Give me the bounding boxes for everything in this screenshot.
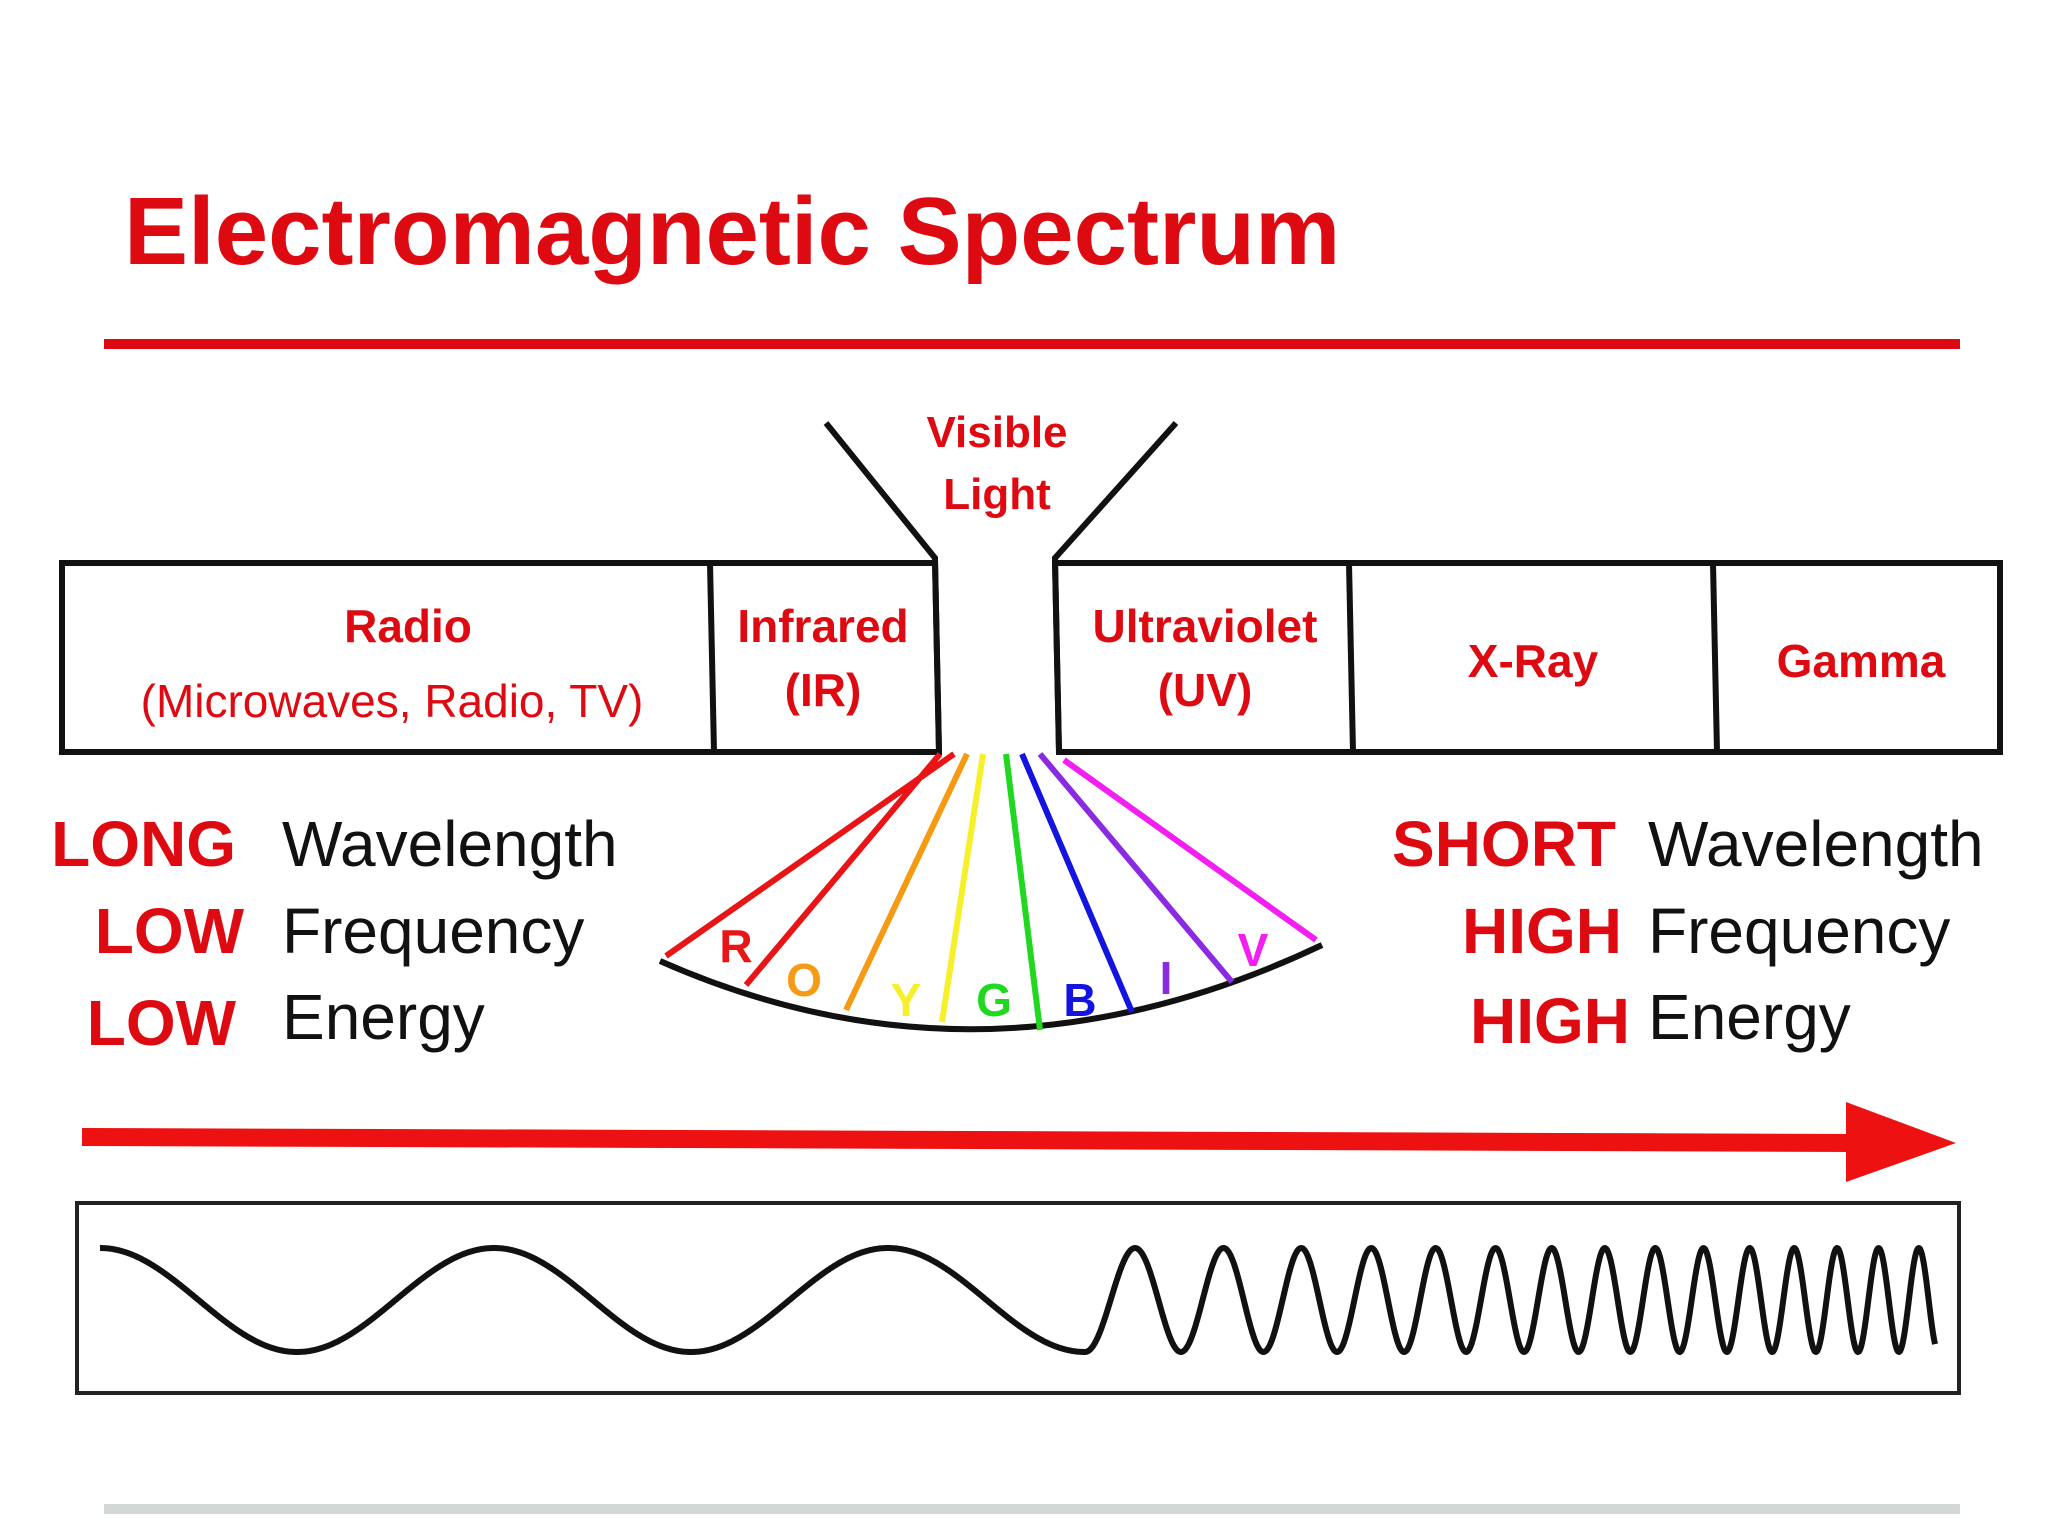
visible-light-funnel xyxy=(823,420,1179,753)
funnel-right-edge xyxy=(1051,420,1179,753)
left-property-frequency: Frequency xyxy=(282,895,584,967)
divider-radio-infrared xyxy=(707,562,717,753)
rainbow-letter-i: I xyxy=(1160,952,1173,1004)
right-property-energy: Energy xyxy=(1648,981,1851,1053)
direction-arrow-head xyxy=(1846,1102,1956,1182)
right-level-frequency: HIGH xyxy=(1462,895,1622,967)
rainbow-ray xyxy=(1062,757,1318,943)
visible-light-label-line2: Light xyxy=(943,470,1051,519)
waveform-frame xyxy=(75,1201,1961,1395)
page-title: Electromagnetic Spectrum xyxy=(124,178,1341,285)
divider-uv-xray xyxy=(1346,562,1356,753)
rainbow-rays xyxy=(664,751,1318,1031)
rainbow-letter-g: G xyxy=(976,974,1012,1026)
band-xray-name: X-Ray xyxy=(1468,635,1599,687)
band-ultraviolet-sub: (UV) xyxy=(1158,664,1253,716)
direction-arrow-shaft xyxy=(81,1128,1863,1152)
direction-arrow xyxy=(81,1102,1956,1182)
waveform-panel xyxy=(75,1201,1961,1395)
right-level-energy: HIGH xyxy=(1470,985,1630,1057)
left-level-wavelength: LONG xyxy=(51,808,236,880)
waveform-curve xyxy=(98,1245,1938,1355)
band-infrared-name: Infrared xyxy=(737,600,908,652)
rainbow-letter-v: V xyxy=(1238,924,1269,976)
left-properties: LONG Wavelength LOW Frequency LOW Energy xyxy=(51,808,617,1059)
rainbow-letter-o: O xyxy=(786,954,822,1006)
rainbow-ray xyxy=(1037,752,1235,984)
funnel-left-edge xyxy=(823,421,942,753)
rainbow-ray xyxy=(843,752,970,1012)
rainbow-letter-b: B xyxy=(1063,974,1096,1026)
left-property-energy: Energy xyxy=(282,981,485,1053)
rainbow-ray xyxy=(1003,753,1043,1031)
left-level-frequency: LOW xyxy=(95,895,245,967)
rainbow-arc xyxy=(658,942,1324,1033)
right-properties: SHORT Wavelength HIGH Frequency HIGH Ene… xyxy=(1392,808,1984,1057)
band-radio-sub: (Microwaves, Radio, TV) xyxy=(141,675,644,727)
rainbow-ray xyxy=(939,753,986,1023)
band-ultraviolet-name: Ultraviolet xyxy=(1093,600,1318,652)
footer-rule xyxy=(104,1504,1960,1514)
left-level-energy: LOW xyxy=(87,987,237,1059)
left-property-wavelength: Wavelength xyxy=(282,808,618,880)
rainbow-letter-y: Y xyxy=(891,974,922,1026)
rainbow-letter-r: R xyxy=(719,920,752,972)
band-gamma-name: Gamma xyxy=(1777,635,1946,687)
rainbow-ray xyxy=(1019,752,1135,1014)
title-underline xyxy=(104,339,1960,349)
right-property-wavelength: Wavelength xyxy=(1648,808,1984,880)
right-property-frequency: Frequency xyxy=(1648,895,1950,967)
rainbow-ray xyxy=(664,751,956,959)
divider-xray-gamma xyxy=(1710,562,1720,753)
right-level-wavelength: SHORT xyxy=(1392,808,1616,880)
rainbow-ray xyxy=(743,752,943,987)
band-radio-name: Radio xyxy=(344,600,472,652)
visible-light-label-line1: Visible xyxy=(926,408,1067,457)
band-infrared-sub: (IR) xyxy=(785,664,862,716)
